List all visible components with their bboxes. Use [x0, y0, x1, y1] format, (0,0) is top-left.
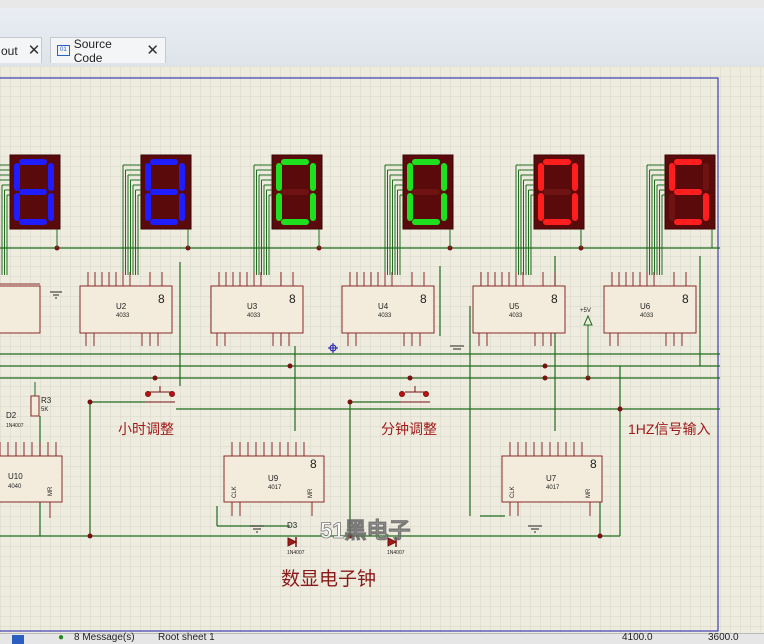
diode-part: 1N4007 [287, 550, 305, 556]
diode-d2[interactable]: D2 1N4007 [6, 411, 24, 429]
chip-part: 4040 [8, 484, 22, 490]
resistor-value: 5K [41, 407, 48, 413]
seven-segment-display [0, 154, 61, 275]
source-code-icon: 01 [57, 45, 70, 56]
chip-ref: U2 [116, 302, 127, 311]
diode-d4[interactable]: 1N4007 [387, 537, 405, 556]
chip-part: 4017 [268, 485, 282, 491]
status-bar: ● 8 Message(s) Root sheet 1 4100.0 3600.… [0, 632, 764, 644]
chip-u10[interactable]: U10 4040 MR [0, 455, 63, 503]
tab-layout[interactable]: out ✕ [0, 37, 42, 63]
chip-ref: U6 [640, 302, 651, 311]
signal-input-label: 1HZ信号输入 [628, 421, 710, 437]
counter-chips: U2 4033 8U3 4033 8U4 4033 8U5 4033 8U6 4033 8 [79, 272, 697, 346]
chip-ref: U10 [8, 472, 23, 481]
chip-ref: U5 [509, 302, 520, 311]
wires [0, 247, 720, 537]
svg-text:8: 8 [310, 457, 317, 471]
sheet-grid [0, 66, 764, 633]
message-icon[interactable]: ● [58, 632, 65, 643]
coord-x: 4100.0 [622, 632, 653, 643]
junctions [54, 245, 623, 539]
tab-label: Source Code [73, 36, 112, 65]
chip-ref: U3 [247, 302, 258, 311]
seven-segment-display [122, 154, 192, 275]
svg-text:CLK: CLK [510, 486, 516, 498]
svg-text:8: 8 [590, 457, 597, 471]
chip-ref: U9 [268, 474, 279, 483]
diode-ref: D2 [6, 411, 17, 420]
chip-glyph: 8 [420, 292, 427, 306]
chip-glyph: 8 [682, 292, 689, 306]
chip-u7[interactable]: U7 4017 8 CLK MR [501, 455, 603, 503]
hour-adjust-label: 小时调整 [118, 421, 174, 437]
chip-part: 4033 [509, 313, 523, 319]
schematic-title: 数显电子钟 [281, 568, 376, 590]
seven-segment-display [646, 154, 716, 275]
coord-y: 3600.0 [708, 632, 739, 643]
close-icon[interactable]: ✕ [146, 42, 159, 59]
chip-part: 4033 [116, 313, 130, 319]
resistor-r3[interactable]: R3 5K [30, 382, 52, 417]
diode-part: 1N4007 [387, 550, 405, 556]
top-toolbar [0, 0, 764, 8]
tab-label: out [1, 43, 18, 58]
svg-text:MR: MR [48, 486, 54, 496]
chip-u1-partial[interactable] [0, 283, 41, 334]
chip-part: 4033 [247, 313, 261, 319]
chip-glyph: 8 [158, 292, 165, 306]
chip-part: 4033 [640, 313, 654, 319]
message-count[interactable]: 8 Message(s) [74, 632, 135, 643]
counter-chip[interactable]: U2 4033 8 [79, 272, 173, 346]
chip-pins [0, 442, 591, 518]
chip-u9[interactable]: U9 4017 8 CLK MR [223, 455, 325, 503]
minute-adjust-button[interactable] [399, 386, 431, 403]
power-label: +5V [580, 308, 591, 314]
close-icon[interactable]: ✕ [27, 42, 41, 59]
diode-ref: D3 [287, 521, 298, 530]
origin-marker-icon [328, 343, 338, 353]
svg-text:MR: MR [586, 488, 592, 498]
ground-symbols [50, 291, 542, 533]
chip-glyph: 8 [551, 292, 558, 306]
seven-segment-display [384, 154, 454, 275]
minute-adjust-label: 分钟调整 [381, 421, 437, 437]
tab-bar: out ✕ 01 Source Code ✕ [0, 8, 764, 67]
svg-text:CLK: CLK [232, 486, 238, 498]
chip-part: 4033 [378, 313, 392, 319]
seven-segment-display [515, 154, 585, 275]
hour-adjust-button[interactable] [145, 386, 175, 403]
diode-part: 1N4007 [6, 423, 24, 429]
sheet-name: Root sheet 1 [158, 632, 215, 643]
power-5v[interactable]: +5V [580, 308, 593, 378]
seven-segment-display [253, 154, 323, 275]
counter-chip[interactable]: U6 4033 8 [603, 272, 697, 346]
counter-chip[interactable]: U4 4033 8 [341, 272, 435, 346]
counter-chip[interactable]: U3 4033 8 [210, 272, 304, 346]
chip-ref: U7 [546, 474, 557, 483]
chip-part: 4017 [546, 485, 560, 491]
seven-segment-displays [0, 154, 716, 275]
sheet-icon [12, 635, 24, 644]
watermark: 51黑电子 [320, 518, 410, 543]
chip-ref: U4 [378, 302, 389, 311]
counter-chip[interactable]: U5 4033 8 [472, 272, 566, 346]
resistor-ref: R3 [41, 396, 52, 405]
svg-text:MR: MR [308, 488, 314, 498]
tab-source-code[interactable]: 01 Source Code ✕ [50, 36, 166, 65]
chip-glyph: 8 [289, 292, 296, 306]
diode-d3[interactable]: D3 1N4007 [287, 521, 305, 556]
